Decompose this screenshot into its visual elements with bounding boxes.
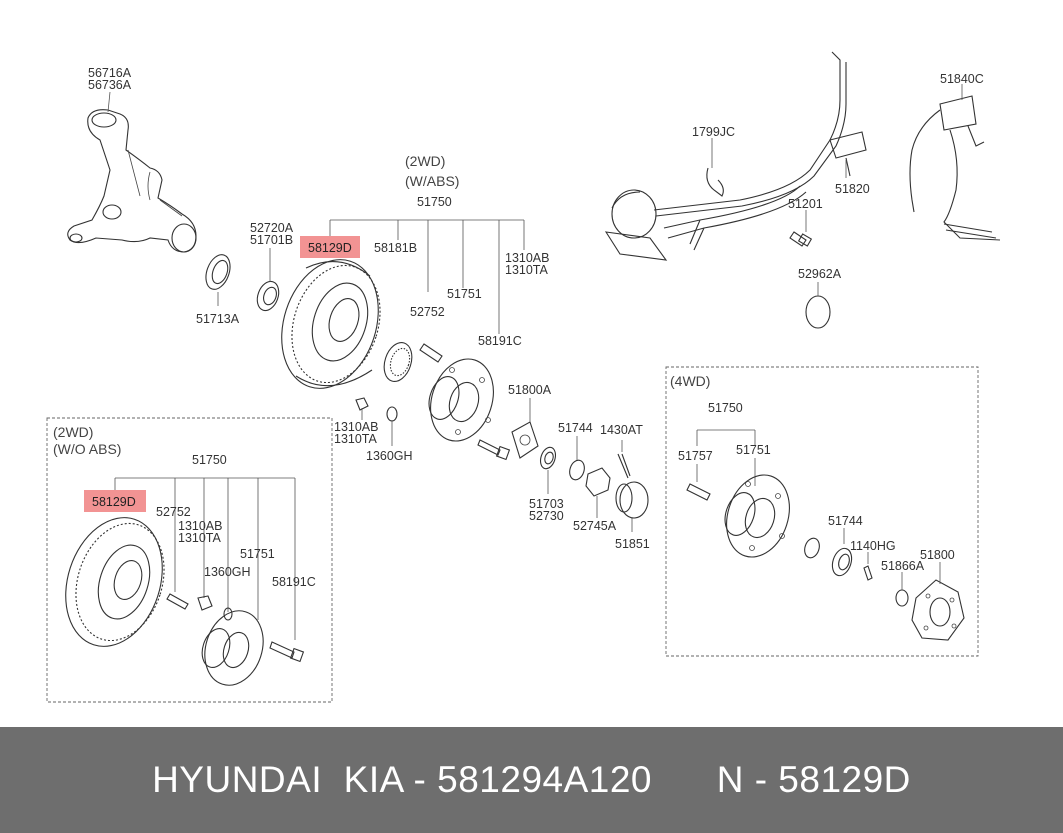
label-1310AB-mid: 1310AB [334,420,378,434]
label-52745A: 52745A [573,519,617,533]
label-51713A: 51713A [196,312,240,326]
washer-51744-4wd [804,537,820,559]
label-51800A: 51800A [508,383,552,397]
label-1140HG: 1140HG [850,539,896,553]
label-51851: 51851 [615,537,650,551]
label-51751-4wd: 51751 [736,443,771,457]
wheel-speed-sensor-51840C [909,95,1001,241]
section-2wd-woabs-line2: (W/O ABS) [53,441,121,457]
label-58191C-left: 58191C [272,575,316,589]
label-51750-left: 51750 [192,453,227,467]
hub-51751-left [201,610,264,686]
bearing-51703 [539,446,557,470]
cotter-pin-1430AT [617,453,631,479]
highlight-58129D-left [84,490,146,512]
label-1310TA-top: 1310TA [505,263,549,277]
label-58129D-top: 58129D [308,241,352,255]
brake-disc-left [65,517,165,647]
clip-1799JC [706,167,724,197]
bolt-51201 [789,231,813,247]
brake-booster-assembly [604,51,847,261]
section-2wd-wabs-line1: (2WD) [405,153,445,169]
label-51744-4wd: 51744 [828,514,863,528]
hub-51751-top [428,358,494,442]
nut-1310AB-left [197,595,213,611]
label-51866A: 51866A [881,559,925,573]
label-1360GH-mid: 1360GH [366,449,413,463]
nut-52745A [585,467,611,497]
label-52720A: 52720A [250,221,294,235]
label-51751-top: 51751 [447,287,482,301]
label-1799JC: 1799JC [692,125,735,139]
bearing-4wd [831,547,853,577]
o-ring-52962A [805,295,831,329]
flange-51800A [511,421,539,459]
washer-1360GH-mid [386,406,398,422]
hub-51751-4wd [724,474,790,558]
label-56716A: 56716A [88,66,132,80]
section-4wd: (4WD) [670,373,710,389]
label-56736A: 56736A [88,78,132,92]
label-52752-left: 52752 [156,505,191,519]
label-52752-top: 52752 [410,305,445,319]
label-58191C-top: 58191C [478,334,522,348]
washer-51744-mid [569,459,585,481]
label-51703: 51703 [529,497,564,511]
label-1310TA-left: 1310TA [178,531,222,545]
section-2wd-wabs-line2: (W/ABS) [405,173,459,189]
footer-bar: HYUNDAI KIA - 581294A120 N - 58129D [0,727,1063,833]
bolt-1140HG [863,565,873,581]
footer-part-number: HYUNDAI KIA - 581294A120 N - 58129D [152,759,911,800]
flange-51800 [911,579,965,641]
label-1310AB-left: 1310AB [178,519,222,533]
label-58129D-left: 58129D [92,495,136,509]
label-51751-left: 51751 [240,547,275,561]
stud-51757 [686,483,711,501]
label-52962A: 52962A [798,267,842,281]
bolt-58191C-left [269,641,305,663]
label-58181B: 58181B [374,241,417,255]
label-1310TA-mid: 1310TA [334,432,378,446]
box-2wd-woabs [46,417,333,703]
label-51744-mid: 51744 [558,421,593,435]
stud-52752-left [166,593,189,610]
washer-1360GH-left [223,607,233,621]
box-4wd [665,366,979,657]
label-1310AB-top: 1310AB [505,251,549,265]
section-2wd-woabs-line1: (2WD) [53,424,93,440]
bearing-52720A [256,280,280,312]
nut-1310AB-mid [355,397,369,411]
label-1360GH-left: 1360GH [204,565,251,579]
o-ring-51866A [895,589,909,607]
label-51750-top: 51750 [417,195,452,209]
abs-ring-58181B [383,342,413,382]
label-51800: 51800 [920,548,955,562]
label-51820: 51820 [835,182,870,196]
parts-diagram: 56716A 56736A 51713A 52720A 51701B (2WD)… [46,51,1001,703]
label-51201: 51201 [788,197,823,211]
bolt-58191C-top [477,439,511,461]
steering-knuckle [67,109,197,253]
label-51840C: 51840C [940,72,984,86]
brake-disc-top [281,259,381,389]
stud-52752-top [419,343,443,363]
label-51757: 51757 [678,449,713,463]
label-51750-4wd: 51750 [708,401,743,415]
label-52730: 52730 [529,509,564,523]
cap-51851 [615,481,649,519]
highlight-58129D-top [300,236,360,258]
sensor-51820 [829,131,867,177]
label-1430AT: 1430AT [600,423,643,437]
label-51701B: 51701B [250,233,293,247]
oil-seal-51713A [205,254,231,290]
